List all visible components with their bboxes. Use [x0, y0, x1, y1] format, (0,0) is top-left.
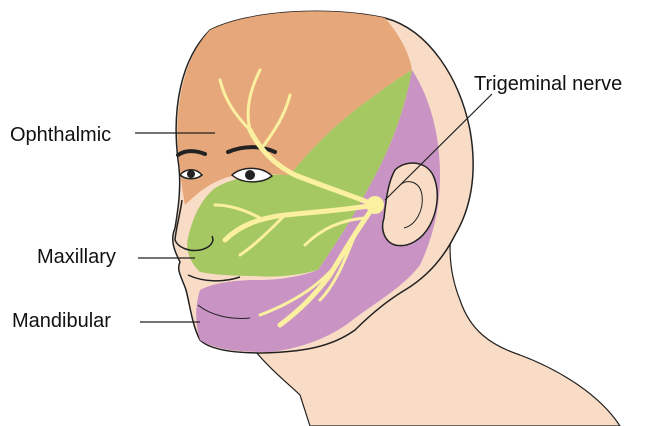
- ophthalmic-label: Ophthalmic: [10, 125, 111, 145]
- right-iris: [245, 170, 255, 180]
- mandibular-label: Mandibular: [12, 311, 111, 331]
- maxillary-label: Maxillary: [37, 247, 116, 267]
- trigeminal-ganglion: [366, 196, 384, 214]
- left-iris: [187, 170, 195, 178]
- trigeminal-nerve-label: Trigeminal nerve: [474, 74, 622, 94]
